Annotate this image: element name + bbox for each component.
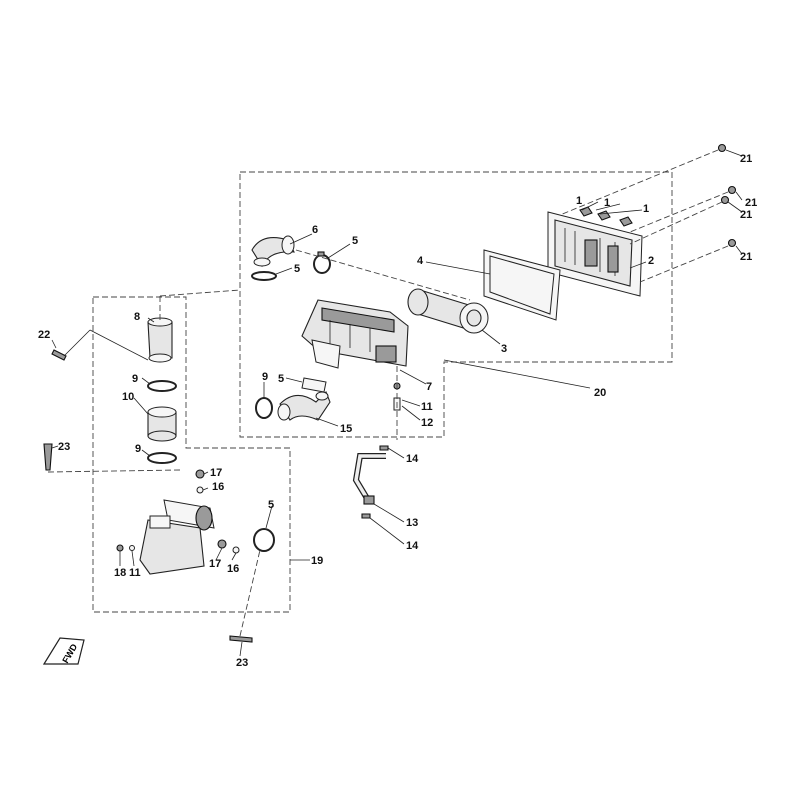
callout-8: 8: [134, 311, 140, 323]
clamp-5-top: [313, 251, 331, 274]
callout-21: 21: [745, 197, 757, 209]
bolts-21: [717, 143, 737, 248]
bolts-22-23: [43, 329, 253, 643]
callout-17: 17: [209, 558, 221, 570]
group-boundary-19: [92, 296, 291, 613]
filter-element: [407, 288, 489, 334]
callout-21: 21: [740, 209, 752, 221]
callout-11: 11: [129, 567, 141, 579]
callout-5: 5: [294, 263, 300, 275]
callout-7: 7: [426, 381, 432, 393]
callout-1: 1: [604, 197, 610, 209]
group-boundary-20: [239, 171, 673, 438]
gasket-5-lower: [301, 377, 327, 393]
callout-20: 20: [594, 387, 606, 399]
callout-5: 5: [278, 373, 284, 385]
lower-elbow-15: [277, 391, 331, 421]
callout-21: 21: [740, 251, 752, 263]
callout-1: 1: [643, 203, 649, 215]
callout-5: 5: [352, 235, 358, 247]
callout-13: 13: [406, 517, 418, 529]
air-cleaner-cover: [547, 211, 643, 297]
callout-2: 2: [648, 255, 654, 267]
air-box: [301, 299, 409, 369]
callout-14: 14: [406, 453, 419, 465]
callout-21: 21: [740, 153, 752, 165]
breather-hose: [352, 445, 389, 519]
callout-16: 16: [212, 481, 224, 493]
callout-14: 14: [406, 540, 419, 552]
leader-lines: [51, 149, 743, 657]
resonator-box: [139, 499, 215, 575]
callout-6: 6: [312, 224, 318, 236]
callout-11: 11: [421, 401, 433, 413]
intake-elbow-6: [251, 235, 295, 268]
callout-19: 19: [311, 555, 323, 567]
small-hardware: [116, 469, 240, 554]
callout-15: 15: [340, 423, 352, 435]
callout-3: 3: [501, 343, 507, 355]
callout-17: 17: [210, 467, 222, 479]
forward-arrow-icon: [42, 637, 85, 665]
callout-numbers: 1 1 1 2 3 4 5 5 5 5 6 7 8 9 9 9 10 11 11…: [38, 153, 757, 669]
callout-16: 16: [227, 563, 239, 575]
callout-23: 23: [58, 441, 70, 453]
callout-9: 9: [132, 373, 138, 385]
clamp-9-middle: [147, 452, 177, 464]
clamp-9-lower: [255, 397, 273, 419]
callout-23: 23: [236, 657, 248, 669]
intake-tube-10: [147, 406, 177, 442]
callout-18: 18: [114, 567, 126, 579]
callout-10: 10: [122, 391, 134, 403]
clamp-5-box: [253, 528, 275, 552]
clamp-5-left: [251, 271, 277, 281]
drain-parts: [393, 366, 401, 440]
callout-22: 22: [38, 329, 50, 341]
callout-12: 12: [421, 417, 433, 429]
intake-tube-8: [147, 317, 173, 363]
gasket: [483, 249, 561, 321]
callout-1: 1: [576, 195, 582, 207]
callout-9: 9: [262, 371, 268, 383]
callout-4: 4: [417, 255, 424, 267]
clamp-9-upper: [147, 380, 177, 392]
callout-5: 5: [268, 499, 274, 511]
callout-9: 9: [135, 443, 141, 455]
